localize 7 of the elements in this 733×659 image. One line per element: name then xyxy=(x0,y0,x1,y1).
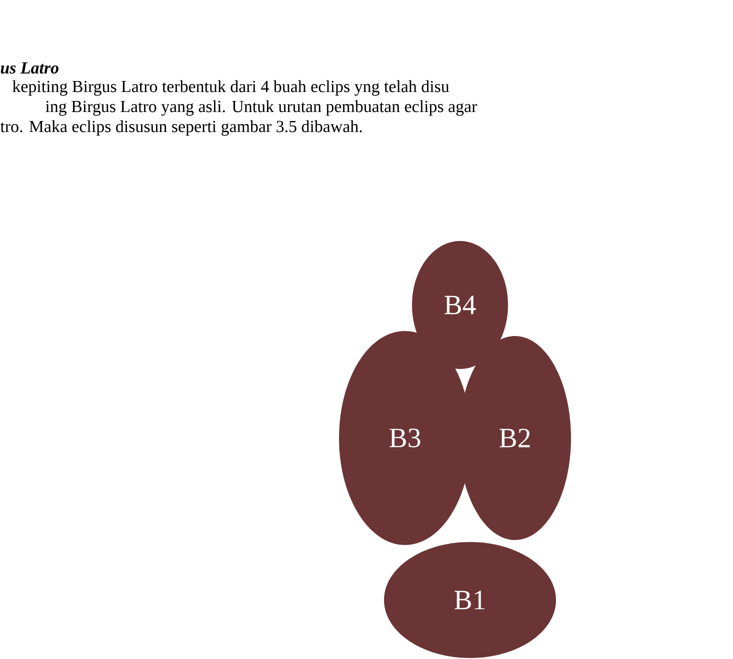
section-heading: us Latro xyxy=(0,62,58,74)
paragraph-line: ing Birgus Latro yang asli. Untuk urutan pembuatan eclips agar xyxy=(46,100,478,116)
paragraph-line: kepiting Birgus Latro terbentuk dari 4 buah eclips yng telah disu xyxy=(12,80,450,96)
node-label: B2 xyxy=(500,428,530,448)
paragraph-line: tro. Maka eclips disusun seperti gambar 3.5 dibawah. xyxy=(0,120,362,136)
node-label: B3 xyxy=(390,428,420,448)
node-label: B4 xyxy=(444,296,476,314)
